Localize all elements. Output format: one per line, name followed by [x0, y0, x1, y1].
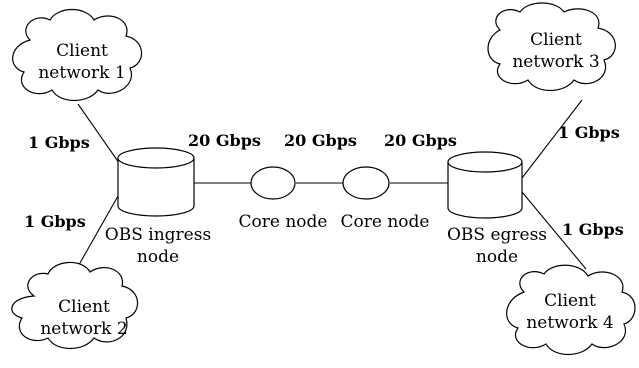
obs-ingress-label-line2: node: [137, 247, 179, 267]
client-network-3-label-line1: Client: [530, 30, 582, 50]
obs-egress-node: OBS egress node: [447, 151, 547, 267]
link-label-client2: 1 Gbps: [24, 212, 86, 231]
client-network-1-label-line2: network 1: [38, 63, 125, 83]
link-label-core1-core2: 20 Gbps: [284, 131, 357, 150]
link-egress-client3: [521, 99, 583, 179]
links: [75, 99, 587, 271]
client-network-2-label-line2: network 2: [40, 319, 127, 339]
cloud-client-network-2: Client network 2: [11, 261, 139, 350]
link-label-client1: 1 Gbps: [28, 133, 90, 152]
link-label-ingress-core1: 20 Gbps: [188, 131, 261, 150]
obs-ingress-label-line1: OBS ingress: [105, 225, 211, 245]
client-network-4-label-line2: network 4: [526, 313, 613, 333]
core-node-1: Core node: [239, 166, 328, 232]
client-network-2-label-line1: Client: [58, 297, 110, 317]
cloud-client-network-4: Client network 4: [506, 264, 636, 356]
obs-egress-label-line1: OBS egress: [447, 225, 547, 245]
client-network-3-label-line2: network 3: [512, 52, 599, 72]
cloud-client-network-1: Client network 1: [12, 8, 143, 102]
cloud-client-network-3: Client network 3: [487, 2, 616, 92]
link-client1-ingress: [77, 103, 125, 171]
core-node-2: Core node: [341, 166, 430, 232]
link-labels: 1 Gbps 1 Gbps 20 Gbps 20 Gbps 20 Gbps 1 …: [24, 123, 624, 239]
client-network-4-label-line1: Client: [544, 291, 596, 311]
link-label-client4: 1 Gbps: [562, 220, 624, 239]
client-network-1-label-line1: Client: [56, 41, 108, 61]
link-label-client3: 1 Gbps: [558, 123, 620, 142]
obs-egress-label-line2: node: [476, 247, 518, 267]
obs-ingress-node: OBS ingress node: [105, 147, 211, 267]
core-node-2-label: Core node: [341, 212, 430, 232]
link-label-core2-egress: 20 Gbps: [384, 131, 457, 150]
core-node-1-label: Core node: [239, 212, 328, 232]
link-egress-client4: [521, 191, 587, 270]
link-client2-ingress: [75, 195, 119, 271]
